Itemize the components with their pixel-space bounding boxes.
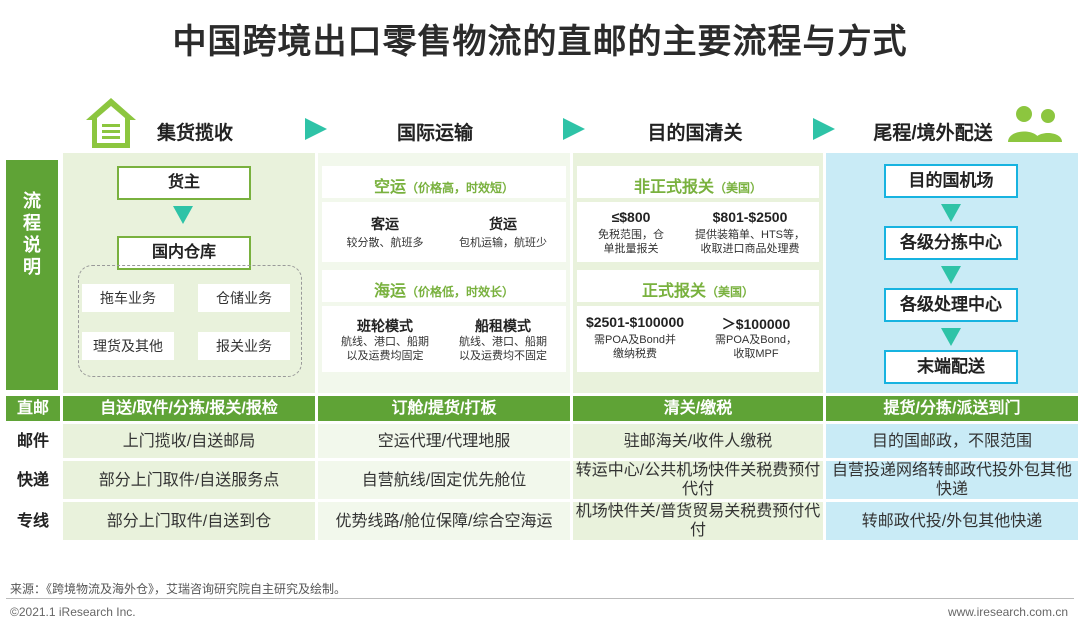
side-label: 流程说明	[6, 190, 58, 278]
side-label-char: 程	[23, 213, 41, 233]
table-cell: 自营航线/固定优先舱位	[318, 461, 570, 499]
task-declaration: 报关业务	[198, 332, 290, 360]
processing-center-box: 各级处理中心	[884, 288, 1018, 322]
stage-4-label: 尾程/境外配送	[873, 123, 993, 144]
air-detail-panel	[322, 202, 566, 262]
range-801-2500-desc-1: 提供装箱单、HTS等，	[695, 229, 805, 241]
side-label-char: 流	[23, 191, 41, 211]
informal-title-panel	[577, 166, 819, 198]
under-800-desc-2: 单批量报关	[603, 243, 659, 255]
range-801-2500-desc-2: 收取进口商品处理费	[700, 243, 800, 255]
sorting-center-box: 各级分拣中心	[884, 226, 1018, 260]
task-storage: 仓储业务	[198, 284, 290, 312]
table-cell: 转运中心/公共机场快件关税费预付代付	[573, 461, 823, 499]
stage-arrow-icon	[563, 118, 585, 140]
last-mile-box: 末端配送	[884, 350, 1018, 384]
table-header-label: 直邮	[6, 396, 60, 421]
down-arrow-icon	[941, 266, 961, 284]
air-title: 空运（价格高，时效短）	[373, 179, 515, 196]
range-2501-label: $2501-$100000	[585, 314, 685, 330]
liner-desc-2: 以及运费均固定	[346, 350, 424, 362]
stage-1-label: 集货揽收	[156, 123, 233, 144]
sea-title-panel	[322, 270, 566, 302]
stage-arrow-icon	[813, 118, 835, 140]
over-100000-label: ＞$100000	[721, 316, 791, 332]
shipper-box: 货主	[117, 166, 251, 200]
side-label-char: 明	[23, 257, 41, 277]
formal-title: 正式报关（美国）	[641, 283, 755, 300]
passenger-desc: 较分散、航班多	[346, 237, 424, 249]
people-icon	[1008, 106, 1062, 142]
down-arrow-icon	[941, 204, 961, 222]
under-800-label: ≤$800	[611, 209, 651, 225]
stage-arrow-icon	[305, 118, 327, 140]
table-header-cell: 自送/取件/分拣/报关/报检	[63, 396, 315, 421]
range-801-2500-label: $801-$2500	[712, 209, 788, 225]
charter-desc-2: 以及运费均不固定	[459, 350, 547, 362]
over-100000-desc-1: 需POA及Bond，	[715, 334, 797, 346]
table-header-cell: 清关/缴税	[573, 396, 823, 421]
table-cell: 自营投递网络转邮政代投外包其他快递	[826, 461, 1078, 499]
cargo-label: 货运	[489, 216, 517, 232]
destination-airport-box: 目的国机场	[884, 164, 1018, 198]
informal-title: 非正式报关（美国）	[633, 179, 763, 196]
side-bar	[6, 160, 58, 390]
air-title-panel	[322, 166, 566, 198]
sea-title: 海运（价格低，时效长）	[373, 283, 515, 300]
formal-title-panel	[577, 270, 819, 302]
table-header-cell: 提货/分拣/派送到门	[826, 396, 1078, 421]
sea-detail-panel	[322, 306, 566, 372]
task-towing: 拖车业务	[82, 284, 174, 312]
range-2501-desc-2: 缴纳税费	[613, 348, 657, 360]
table-cell: 驻邮海关/收件人缴税	[573, 424, 823, 458]
charter-label: 船租模式	[475, 318, 531, 334]
page-title: 中国跨境出口零售物流的直邮的主要流程与方式	[172, 23, 908, 61]
website: www.iresearch.com.cn	[947, 605, 1068, 619]
table-cell: 目的国邮政，不限范围	[826, 424, 1078, 458]
table-cell: 机场快件关/普货贸易关税费预付代付	[573, 502, 823, 540]
warehouse-icon	[86, 98, 136, 148]
down-arrow-icon	[173, 206, 193, 224]
task-tally: 理货及其他	[82, 332, 174, 360]
table-cell: 优势线路/舱位保障/综合空海运	[318, 502, 570, 540]
under-800-desc-1: 免税范围，仓	[598, 229, 664, 241]
liner-label: 班轮模式	[357, 318, 413, 334]
footer-divider	[6, 598, 1074, 599]
stage-2-label: 国际运输	[396, 123, 473, 144]
informal-detail-panel	[577, 202, 819, 262]
formal-detail-panel	[577, 306, 819, 372]
range-2501-desc-1: 需POA及Bond并	[594, 334, 676, 346]
side-label-char: 说	[23, 235, 41, 255]
source-note: 来源：《跨境物流及海外仓》，艾瑞咨询研究院自主研究及绘制。	[10, 582, 347, 596]
table-cell: 部分上门取件/自送到仓	[63, 502, 315, 540]
charter-desc-1: 航线、港口、船期	[459, 336, 547, 348]
row-label-express: 快递	[16, 471, 49, 489]
over-100000-desc-2: 收取MPF	[733, 348, 779, 360]
table-cell: 转邮政代投/外包其他快递	[826, 502, 1078, 540]
row-label-dedicated: 专线	[16, 512, 49, 530]
row-label-mail: 邮件	[16, 432, 49, 450]
copyright: ©2021.1 iResearch Inc.	[10, 605, 136, 619]
down-arrow-icon	[941, 328, 961, 346]
domestic-warehouse-box: 国内仓库	[117, 236, 251, 270]
table-cell: 部分上门取件/自送服务点	[63, 461, 315, 499]
liner-desc-1: 航线、港口、船期	[341, 336, 429, 348]
table-header-cell: 订舱/提货/打板	[318, 396, 570, 421]
table-cell: 上门揽收/自送邮局	[63, 424, 315, 458]
cargo-desc: 包机运输，航班少	[459, 237, 547, 249]
table-cell: 空运代理/代理地服	[318, 424, 570, 458]
tasks-group	[78, 265, 302, 377]
stage-3-label: 目的国清关	[647, 123, 743, 144]
passenger-label: 客运	[371, 216, 399, 232]
